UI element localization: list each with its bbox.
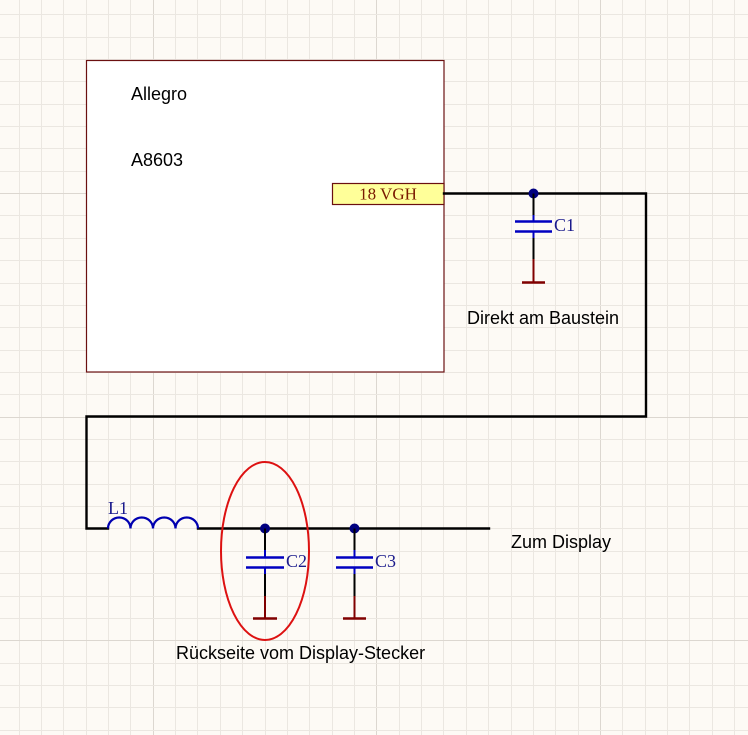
c1-designator: C1 [554, 215, 575, 235]
capacitor-c2[interactable]: C2 [246, 523, 307, 620]
capacitor-c1[interactable]: C1 [515, 188, 575, 284]
inductor-l1[interactable]: L1 [106, 498, 200, 529]
capacitor-c3[interactable]: C3 [336, 523, 396, 620]
l1-designator: L1 [108, 498, 128, 518]
chip-a8603[interactable]: Allegro A8603 18 VGH [85, 59, 445, 373]
chip-body[interactable] [85, 59, 445, 373]
chip-part-number-label: A8603 [131, 150, 183, 170]
c3-designator: C3 [375, 551, 396, 571]
annotation-direkt-am-baustein: Direkt am Baustein [467, 308, 619, 328]
annotation-zum-display: Zum Display [511, 532, 611, 552]
highlight-ellipse-c2[interactable] [220, 461, 310, 641]
inductor-coil-icon [106, 516, 200, 529]
chip-manufacturer-label: Allegro [131, 84, 187, 104]
annotation-rueckseite-display-stecker: Rückseite vom Display-Stecker [176, 643, 425, 663]
c2-designator: C2 [286, 551, 307, 571]
wire-pin-to-right-corner[interactable] [85, 192, 648, 530]
pin-18-vgh-label: 18 VGH [359, 185, 417, 204]
wire-net-vgh[interactable] [85, 192, 648, 530]
